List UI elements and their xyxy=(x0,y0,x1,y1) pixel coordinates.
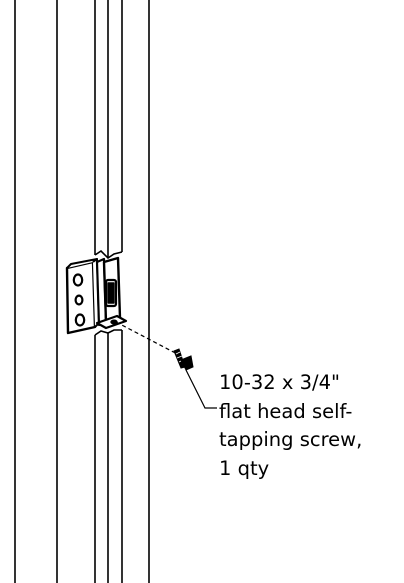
assembly-path-line xyxy=(115,321,184,358)
screw-icon xyxy=(173,348,194,371)
latch-bracket-icon xyxy=(65,256,128,335)
callout-line-1: 10-32 x 3/4" xyxy=(219,371,340,394)
screw-callout: 10-32 x 3/4" flat head self- tapping scr… xyxy=(219,369,404,483)
callout-leader-line xyxy=(185,369,217,409)
frame-rails xyxy=(14,0,150,583)
callout-line-2: flat head self- xyxy=(219,399,353,423)
callout-line-3: tapping screw, xyxy=(219,428,363,451)
callout-line-4: 1 qty xyxy=(219,456,270,480)
